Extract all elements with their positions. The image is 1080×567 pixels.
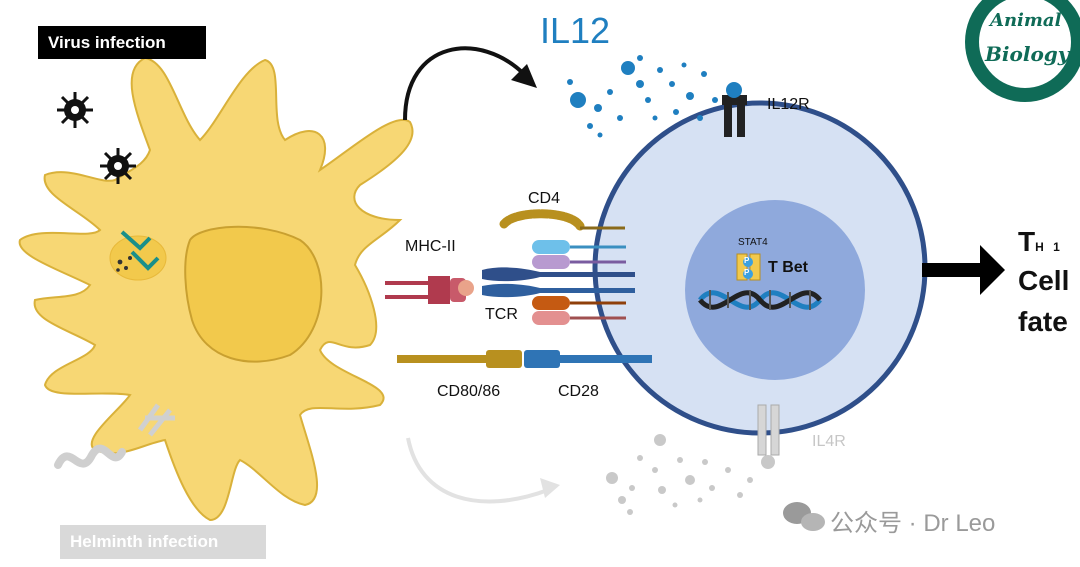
wechat-icon	[783, 502, 825, 531]
animal-biology-logo	[965, 0, 1080, 102]
logo-text-top: Animal	[990, 10, 1062, 31]
helminth-icon	[54, 444, 126, 469]
il4-cytokine-dots	[606, 434, 753, 515]
il4r-label: IL4R	[812, 433, 846, 450]
il12r-receptor	[722, 82, 747, 137]
fate-arrow	[922, 245, 1005, 295]
faded-arrowhead	[540, 478, 560, 498]
tcr-complex	[482, 240, 635, 325]
cd28-label: CD28	[558, 383, 599, 400]
virus-infection-label: Virus infection	[38, 26, 206, 59]
faded-arrow	[406, 437, 549, 504]
fate-fate-label: fate	[1018, 306, 1068, 337]
helminth-infection-label: Helminth infection	[60, 525, 266, 559]
faded-receptor-icon	[137, 403, 175, 437]
il12-arrowhead	[511, 64, 537, 88]
phosphate-label: P	[744, 268, 750, 277]
il12-arrow	[403, 46, 527, 121]
stat4-label: STAT4	[738, 237, 768, 248]
virus-icon	[57, 92, 93, 128]
phosphate-label: P	[744, 256, 750, 265]
dendritic-cell	[18, 56, 414, 522]
il12r-label: IL12R	[767, 96, 810, 113]
tbet-label: T Bet	[768, 259, 808, 276]
stat4-complex	[736, 253, 761, 281]
tcr-label: TCR	[485, 306, 518, 323]
il12-label: IL12	[540, 10, 611, 51]
virus-icon	[100, 148, 136, 184]
cd4-molecule	[499, 209, 625, 231]
fate-cell-label: Cell	[1018, 265, 1070, 296]
mhc-ii-molecule	[385, 276, 474, 304]
dna-helix	[698, 290, 822, 310]
il12-cytokine-dots	[567, 55, 718, 138]
fate-title: TH 1	[1018, 226, 1063, 258]
cd4-label: CD4	[528, 190, 561, 207]
mhc-ii-label: MHC-II	[405, 238, 456, 255]
fate-subscript: H 1	[1035, 240, 1063, 254]
logo-text-bottom: Biology	[985, 42, 1070, 66]
fate-t-letter: T	[1018, 226, 1036, 257]
cd80-86-label: CD80/86	[437, 383, 501, 400]
watermark-text: 公众号 · Dr Leo	[830, 510, 996, 537]
costimulatory-pair	[397, 350, 652, 368]
il4r-receptor	[757, 404, 780, 469]
